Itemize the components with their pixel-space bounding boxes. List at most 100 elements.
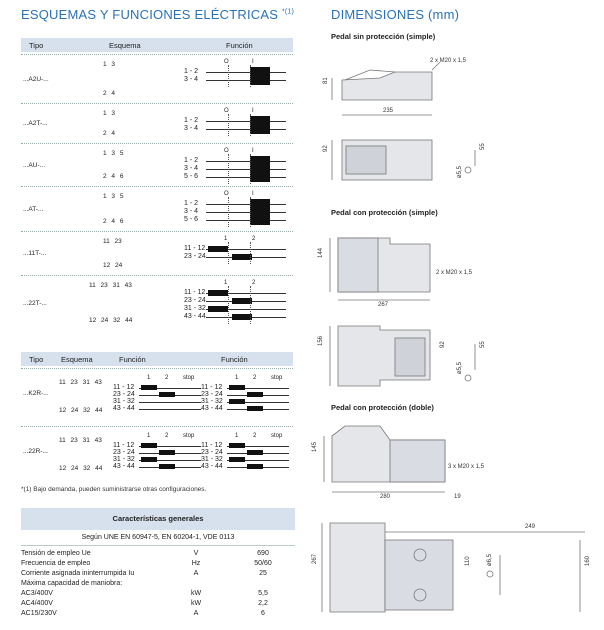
- function-bar: [141, 457, 157, 462]
- contact-pair-label: 1 - 2: [184, 68, 199, 75]
- function-divider: [250, 197, 251, 227]
- characteristic-name: Corriente asignada ininterrumpida Iu: [21, 570, 135, 577]
- function-bar: [208, 246, 228, 252]
- function-bar: [250, 116, 270, 134]
- contact-pair-label: 43 - 44: [113, 405, 135, 412]
- contact-pair-label: 3 - 4: [184, 165, 199, 172]
- characteristics-row: Corriente asignada ininterrumpida Iu A 25: [21, 569, 295, 579]
- characteristics-title: Características generales: [21, 508, 295, 530]
- dimension-label: ø5,5: [457, 361, 463, 374]
- position-label: 1: [224, 280, 228, 286]
- characteristics-row: Máxima capacidad de maniobra:: [21, 579, 295, 589]
- dimension-label: 249: [525, 524, 536, 530]
- dimension-label: 145: [312, 441, 318, 452]
- function-bar: [159, 392, 175, 397]
- contact-pair-label: 1 - 2: [184, 117, 199, 124]
- contact-numbers-bottom: 2 4 6: [103, 173, 124, 180]
- contact-numbers-top: 11 23 31 43: [89, 282, 132, 289]
- position-label: I: [252, 59, 254, 65]
- contact-pair-label: 23 - 24: [113, 449, 135, 456]
- function-divider: [228, 114, 229, 136]
- dim-title-2: Pedal con protección (simple): [331, 208, 438, 217]
- position-label: 1: [235, 433, 239, 439]
- function-line: [227, 402, 289, 403]
- function-bar: [247, 392, 263, 397]
- contact-pair-label: 31 - 32: [201, 398, 223, 405]
- characteristic-unit: A: [193, 570, 199, 577]
- column-header: Función: [119, 355, 146, 364]
- function-line: [227, 460, 289, 461]
- function-line: [206, 249, 286, 250]
- position-label: O: [224, 148, 229, 154]
- function-line: [206, 80, 286, 81]
- function-line: [206, 309, 286, 310]
- function-bar: [141, 385, 157, 390]
- contact-pair-label: 1 - 2: [184, 157, 199, 164]
- contact-pair-label: 3 - 4: [184, 76, 199, 83]
- function-bar: [247, 464, 263, 469]
- function-bar: [232, 254, 252, 260]
- dimension-label: 235: [383, 108, 394, 114]
- contact-numbers-bottom: 2 4: [103, 90, 116, 97]
- column-header: Función: [221, 355, 248, 364]
- contact-pair-label: 11 - 12: [201, 384, 223, 391]
- type-code: ...11T-...: [23, 250, 47, 257]
- function-line: [206, 220, 286, 221]
- position-label: I: [252, 191, 254, 197]
- function-line: [139, 388, 201, 389]
- function-bar: [232, 314, 252, 320]
- function-bar: [229, 457, 245, 462]
- type-code: ...A2U-...: [23, 75, 49, 83]
- function-bar: [250, 199, 270, 225]
- dimension-label: 156: [318, 335, 324, 346]
- dimension-label: 19: [454, 494, 461, 500]
- function-bar: [250, 156, 270, 182]
- dimension-label: 110: [465, 556, 471, 566]
- characteristic-value: 50/60: [254, 560, 272, 567]
- contact-pair-label: 43 - 44: [113, 463, 135, 470]
- function-line: [139, 446, 201, 447]
- position-label: 2: [165, 375, 169, 381]
- function-line: [206, 129, 286, 130]
- type-code: ...A2T-...: [23, 120, 48, 127]
- position-label: 2: [252, 280, 256, 286]
- function-line: [206, 212, 286, 213]
- function-divider: [228, 197, 229, 227]
- contact-numbers-top: 11 23: [103, 238, 122, 245]
- position-label: O: [224, 108, 229, 114]
- characteristic-name: AC15/230V: [21, 610, 57, 617]
- contact-pair-label: 5 - 6: [184, 216, 199, 223]
- function-line: [139, 402, 201, 403]
- contact-numbers-bottom: 12 24: [103, 262, 123, 269]
- function-bar: [232, 298, 252, 304]
- position-label: 2: [253, 433, 257, 439]
- dimension-label: 2 x M20 x 1,5: [430, 58, 467, 64]
- characteristic-unit: Hz: [191, 560, 201, 567]
- function-bar: [159, 464, 175, 469]
- column-header: Tipo: [29, 41, 44, 50]
- dimension-label: 92: [323, 145, 329, 152]
- position-label: O: [224, 59, 229, 65]
- type-code: ...K2R-...: [23, 390, 49, 397]
- dim-title-3: Pedal con protección (doble): [331, 403, 434, 412]
- characteristic-name: Máxima capacidad de maniobra:: [21, 580, 123, 587]
- column-header: Esquema: [109, 41, 141, 50]
- function-line: [206, 169, 286, 170]
- characteristic-value: 25: [259, 570, 267, 577]
- type-code: ...AU-...: [23, 161, 46, 169]
- type-code: ...22R-...: [23, 448, 48, 455]
- column-header: Tipo: [29, 355, 44, 364]
- characteristic-value: 6: [261, 610, 265, 617]
- contact-numbers-top: 11 23 31 43: [59, 379, 102, 386]
- contact-pair-label: 31 - 32: [184, 305, 206, 312]
- function-bar: [208, 290, 228, 296]
- position-label: O: [224, 191, 229, 197]
